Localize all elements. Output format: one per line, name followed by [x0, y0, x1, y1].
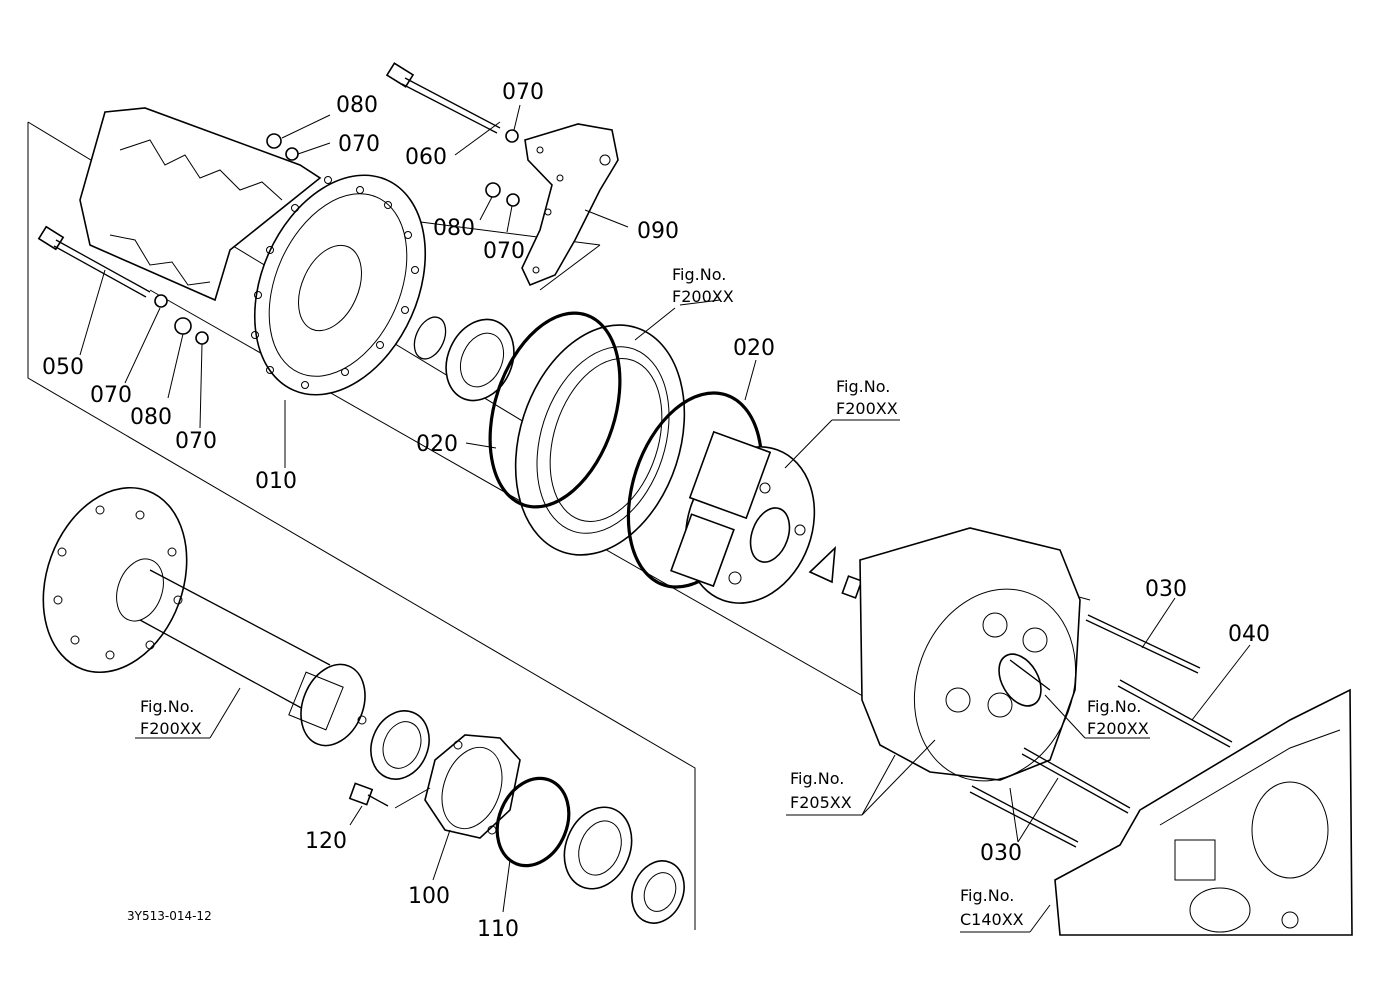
fig-ref-code: F200XX [672, 287, 734, 306]
part-label-080: 080 [433, 216, 475, 241]
bolt-120 [348, 782, 389, 807]
part-label-030: 030 [1145, 577, 1187, 602]
part-label-080: 080 [130, 405, 172, 430]
axle-shaft [42, 486, 367, 747]
part-label-030: 030 [980, 841, 1022, 866]
lock-plate-bolt [808, 545, 877, 601]
fig-ref-label: Fig.No. [672, 265, 726, 284]
part-label-100: 100 [408, 884, 450, 909]
part-label-020: 020 [416, 432, 458, 457]
fig-ref-code: F205XX [790, 793, 852, 812]
fig-ref-label: Fig.No. [1087, 697, 1141, 716]
part-label-070: 070 [483, 239, 525, 264]
fig-ref-code: C140XX [960, 910, 1024, 929]
fig-ref-label: Fig.No. [790, 769, 844, 788]
part-label-120: 120 [305, 829, 347, 854]
part-label-040: 040 [1228, 622, 1270, 647]
case-bolt-holes [251, 176, 419, 389]
studs [969, 614, 1233, 848]
figure-reference-labels: Fig.No. F200XX Fig.No. F200XX Fig.No. F2… [140, 265, 1149, 929]
fig-ref-label: Fig.No. [140, 697, 194, 716]
oil-seal [370, 710, 430, 780]
part-label-110: 110 [477, 917, 519, 942]
fig-ref-code: F200XX [1087, 719, 1149, 738]
transmission-case [1054, 688, 1353, 936]
bracket-090 [485, 123, 619, 287]
fig-ref-label: Fig.No. [960, 886, 1014, 905]
brake-housing [859, 527, 1081, 782]
snap-ring [413, 316, 447, 360]
part-label-060: 060 [405, 145, 447, 170]
flange-holes [53, 505, 183, 660]
leader-lines [79, 104, 1251, 933]
bearing-retainer-100 [424, 734, 521, 839]
part-label-070: 070 [502, 80, 544, 105]
part-label-050: 050 [42, 355, 84, 380]
internal-gear-ring [514, 324, 686, 556]
part-label-070: 070 [338, 132, 380, 157]
nuts-top [266, 133, 299, 161]
fig-ref-label: Fig.No. [836, 377, 890, 396]
part-number-labels: 080 070 070 060 080 070 090 050 070 080 … [42, 80, 1270, 942]
part-label-070: 070 [90, 383, 132, 408]
o-ring-020-a [488, 311, 622, 509]
part-label-070: 070 [175, 429, 217, 454]
part-label-020: 020 [733, 336, 775, 361]
final-case-housing [79, 107, 427, 396]
part-label-090: 090 [637, 219, 679, 244]
bolt-050 [37, 225, 209, 345]
bearing-cone [631, 860, 685, 924]
o-ring-110 [495, 776, 571, 868]
fig-ref-code: F200XX [836, 399, 898, 418]
part-label-010: 010 [255, 469, 297, 494]
planetary-carrier [670, 430, 816, 604]
bolt-060 [385, 62, 519, 143]
fig-ref-code: F200XX [140, 719, 202, 738]
part-label-080: 080 [336, 93, 378, 118]
bearing-upper [445, 318, 515, 402]
drawing-code: 3Y513-014-12 [127, 909, 212, 923]
bearing-lower [563, 806, 633, 890]
